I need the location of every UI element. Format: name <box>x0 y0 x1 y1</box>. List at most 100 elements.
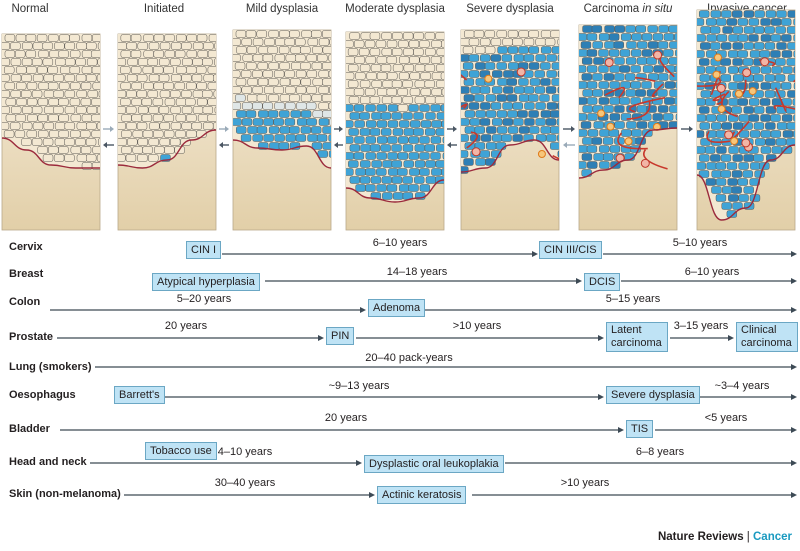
cell <box>213 74 216 82</box>
cell <box>397 168 408 176</box>
cell <box>86 122 97 130</box>
cell <box>441 88 444 96</box>
cell <box>2 42 10 50</box>
cell <box>669 41 677 49</box>
arrowhead-icon <box>791 307 797 313</box>
cell <box>306 102 317 110</box>
credit-separator: | <box>743 531 753 543</box>
duration-prostate-3: 3–15 years <box>673 320 729 332</box>
cell <box>347 64 359 72</box>
cell <box>295 54 306 62</box>
cell <box>705 66 716 74</box>
cell <box>306 118 317 126</box>
cell <box>391 144 402 152</box>
cell <box>142 146 153 154</box>
cell <box>764 90 776 98</box>
cell <box>69 66 80 74</box>
cell <box>435 128 444 136</box>
cell <box>506 94 518 102</box>
cell <box>58 98 69 106</box>
cell <box>715 194 727 202</box>
cell <box>413 112 424 120</box>
cell <box>475 110 486 118</box>
cell <box>674 97 677 105</box>
head-neck-arrow-1 <box>90 460 362 466</box>
row-label-bladder: Bladder <box>9 423 50 435</box>
cell <box>376 152 387 160</box>
cell <box>197 50 208 58</box>
cell <box>137 106 149 114</box>
cell <box>669 105 677 113</box>
cell <box>442 136 444 144</box>
cell <box>136 90 147 98</box>
cell <box>402 144 414 152</box>
cell <box>387 152 398 160</box>
cell <box>709 26 721 34</box>
cell <box>2 122 10 130</box>
cell <box>348 128 359 136</box>
cell <box>202 58 213 66</box>
cell <box>608 49 620 57</box>
cell <box>267 46 278 54</box>
stage-box-dcis: DCIS <box>584 273 621 291</box>
cell <box>96 106 100 114</box>
arrowhead-icon <box>791 460 797 466</box>
cell <box>86 154 97 162</box>
cell <box>726 162 738 170</box>
reverse-arrow-icon <box>219 142 229 148</box>
cell <box>581 153 593 161</box>
row-label-head-and-neck: Head and neck <box>9 456 87 468</box>
cell <box>721 10 732 18</box>
cell <box>64 58 76 66</box>
cell <box>322 110 331 118</box>
cell <box>164 98 176 106</box>
cell <box>240 134 252 142</box>
cell <box>551 94 559 102</box>
cell <box>346 104 354 112</box>
prostate-arrow-1 <box>57 335 324 341</box>
cell <box>760 146 772 154</box>
cell <box>776 42 787 50</box>
cell <box>98 90 100 98</box>
blood-vessels <box>461 67 559 160</box>
cell <box>181 42 192 50</box>
cell <box>181 90 192 98</box>
cell <box>32 74 44 82</box>
cell <box>369 32 381 40</box>
cell <box>300 78 311 86</box>
cell <box>664 81 676 89</box>
cell <box>490 54 502 62</box>
cell <box>21 74 32 82</box>
immune-cell <box>716 83 726 93</box>
stage-box-adenoma: Adenoma <box>368 299 426 317</box>
cell <box>121 146 132 154</box>
cell <box>176 34 187 42</box>
cell <box>535 134 547 142</box>
cell <box>96 154 100 162</box>
tissue-panel-carcinoma-in-situ <box>578 24 678 231</box>
cell <box>425 160 436 168</box>
cell <box>14 50 26 58</box>
cell <box>546 54 557 62</box>
immune-cell <box>760 57 770 67</box>
cell <box>10 42 21 50</box>
cell <box>300 46 311 54</box>
cell <box>131 98 142 106</box>
cell <box>21 122 33 130</box>
cell <box>468 38 480 46</box>
cell <box>318 70 329 78</box>
cell <box>413 48 424 56</box>
cell <box>652 113 663 121</box>
cell <box>792 130 795 138</box>
cell <box>657 89 668 97</box>
cell <box>528 110 539 118</box>
duration-prostate-2: >10 years <box>452 320 502 332</box>
cell <box>637 41 648 49</box>
cell <box>528 62 540 70</box>
cell <box>58 130 69 138</box>
cell <box>170 122 182 130</box>
cell <box>25 50 37 58</box>
row-label-oesophagus: Oesophagus <box>9 389 76 401</box>
cell <box>371 80 382 88</box>
cell <box>635 25 646 33</box>
